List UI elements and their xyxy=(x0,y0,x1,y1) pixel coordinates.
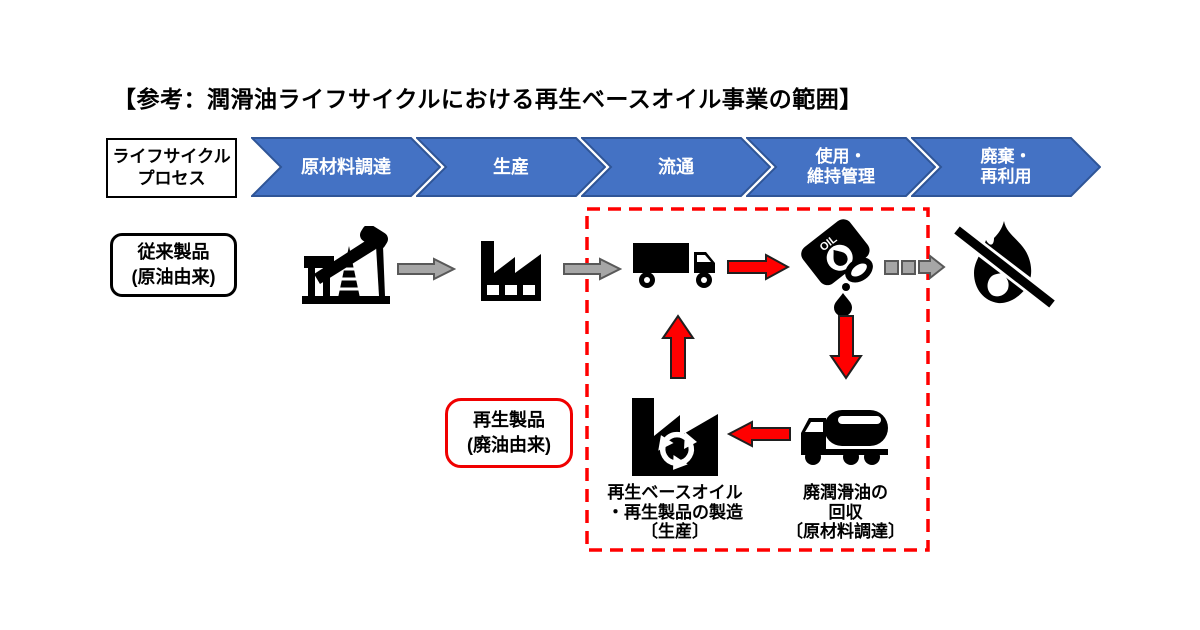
tanker-truck-icon xyxy=(796,403,891,467)
chevron-shape xyxy=(911,137,1101,197)
page-title: 【参考：潤滑油ライフサイクルにおける再生ベースオイル事業の範囲】 xyxy=(113,86,863,112)
red-arrow-right-icon xyxy=(727,253,790,281)
oil-pump-jack-icon xyxy=(300,226,392,306)
caption-collection: 廃潤滑油の 回収 〔原材料調達〕 xyxy=(786,483,905,541)
chevron-shape xyxy=(251,137,441,197)
chevron-label: 流通 xyxy=(658,157,694,177)
chevron-shape xyxy=(746,137,936,197)
chevron-label: 生産 xyxy=(493,157,529,177)
recycling-factory-icon xyxy=(628,390,728,478)
chevron-step-use-maintenance: 使用・ 維持管理 xyxy=(746,137,936,197)
gray-arrow-icon xyxy=(397,257,456,281)
conventional-product-box: 従来製品 (原油由来) xyxy=(110,233,237,297)
no-burning-icon xyxy=(952,217,1057,315)
gray-arrow-icon xyxy=(563,257,622,281)
chevron-shape xyxy=(581,137,771,197)
chevron-step-distribution: 流通 xyxy=(581,137,771,197)
lifecycle-process-header: ライフサイクル プロセス xyxy=(106,138,237,198)
dashed-gray-arrow-icon xyxy=(884,254,946,280)
chevron-shape xyxy=(416,137,606,197)
business-scope-dashed-box xyxy=(585,207,930,552)
chevron-label: 原材料調達 xyxy=(301,157,391,177)
chevron-label: 廃棄・ 再利用 xyxy=(980,147,1032,186)
chevron-step-procurement: 原材料調達 xyxy=(251,137,441,197)
red-arrow-down-icon xyxy=(829,315,863,380)
caption-regeneration: 再生ベースオイル ・再生製品の製造 〔生産〕 xyxy=(607,483,743,541)
recycled-product-box: 再生製品 (廃油由来) xyxy=(445,398,573,468)
chevron-step-production: 生産 xyxy=(416,137,606,197)
factory-icon xyxy=(478,233,544,303)
chevron-step-disposal-reuse: 廃棄・ 再利用 xyxy=(911,137,1101,197)
red-arrow-up-icon xyxy=(661,314,695,379)
box-truck-icon xyxy=(633,240,719,290)
red-arrow-left-icon xyxy=(726,420,791,448)
oil-can-icon: OIL xyxy=(800,213,882,321)
chevron-label: 使用・ 維持管理 xyxy=(807,147,875,186)
